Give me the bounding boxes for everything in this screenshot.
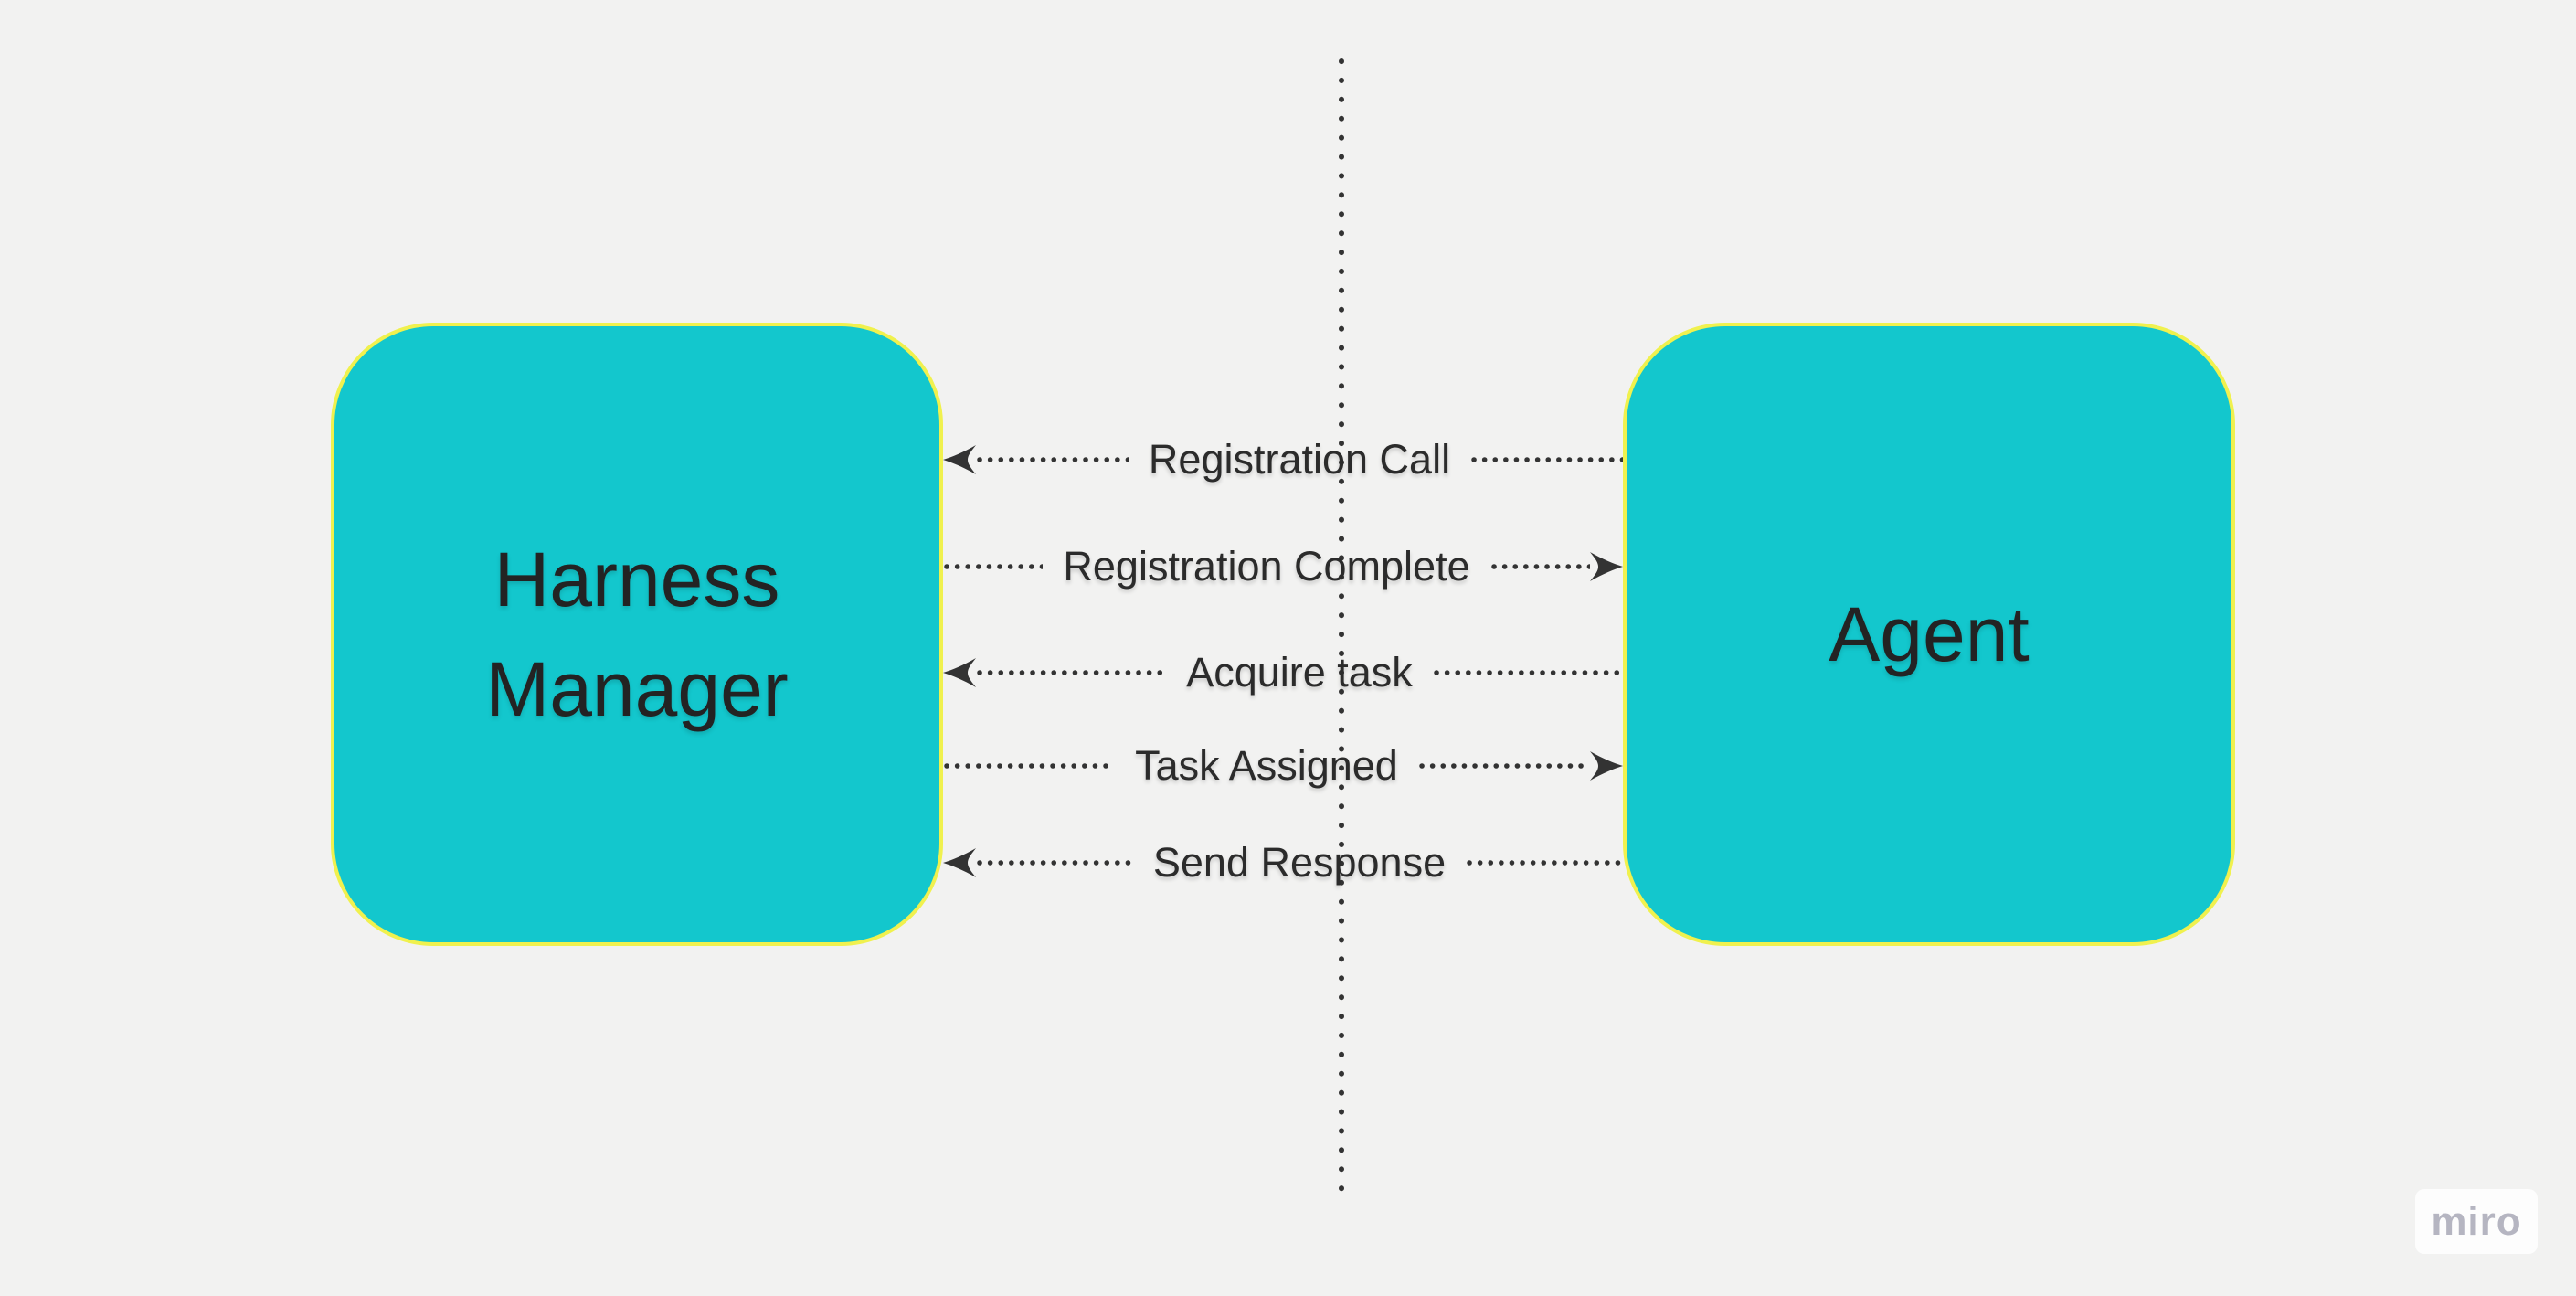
dotted-line bbox=[944, 763, 1116, 769]
connector-registration-call[interactable]: Registration Call bbox=[943, 432, 1623, 487]
connector-acquire-task[interactable]: Acquire task bbox=[943, 645, 1623, 700]
message-label-registration-call: Registration Call bbox=[1148, 436, 1451, 483]
dotted-line bbox=[944, 564, 1044, 569]
dotted-line bbox=[1471, 457, 1623, 462]
message-label-task-assigned: Task Assigned bbox=[1135, 742, 1398, 789]
connector-send-response[interactable]: Send Response bbox=[943, 835, 1623, 890]
node-harness-manager-label: Harness Manager bbox=[485, 536, 789, 732]
connector-task-assigned[interactable]: Task Assigned bbox=[943, 738, 1623, 793]
node-agent[interactable]: Agent bbox=[1623, 323, 2235, 946]
message-label-acquire-task: Acquire task bbox=[1186, 649, 1413, 696]
message-label-registration-complete: Registration Complete bbox=[1063, 543, 1470, 590]
arrowhead-right-icon bbox=[1590, 552, 1623, 581]
dotted-line bbox=[977, 670, 1167, 675]
miro-watermark-label: miro bbox=[2431, 1198, 2522, 1244]
node-harness-manager[interactable]: Harness Manager bbox=[331, 323, 943, 946]
miro-watermark: miro bbox=[2415, 1189, 2538, 1254]
dotted-line bbox=[1419, 763, 1590, 769]
arrowhead-left-icon bbox=[943, 848, 976, 877]
dotted-line bbox=[1490, 564, 1590, 569]
lifeline-dotted-divider[interactable] bbox=[1339, 58, 1344, 1200]
arrowhead-right-icon bbox=[1589, 751, 1623, 781]
dotted-line bbox=[977, 860, 1133, 866]
arrowhead-left-icon bbox=[943, 658, 976, 687]
dotted-line bbox=[1467, 860, 1623, 866]
dotted-line bbox=[1434, 670, 1623, 675]
arrowhead-left-icon bbox=[943, 445, 976, 474]
dotted-line bbox=[977, 457, 1129, 462]
message-label-send-response: Send Response bbox=[1152, 839, 1447, 886]
connector-registration-complete[interactable]: Registration Complete bbox=[943, 539, 1623, 594]
node-agent-label: Agent bbox=[1829, 590, 2030, 677]
